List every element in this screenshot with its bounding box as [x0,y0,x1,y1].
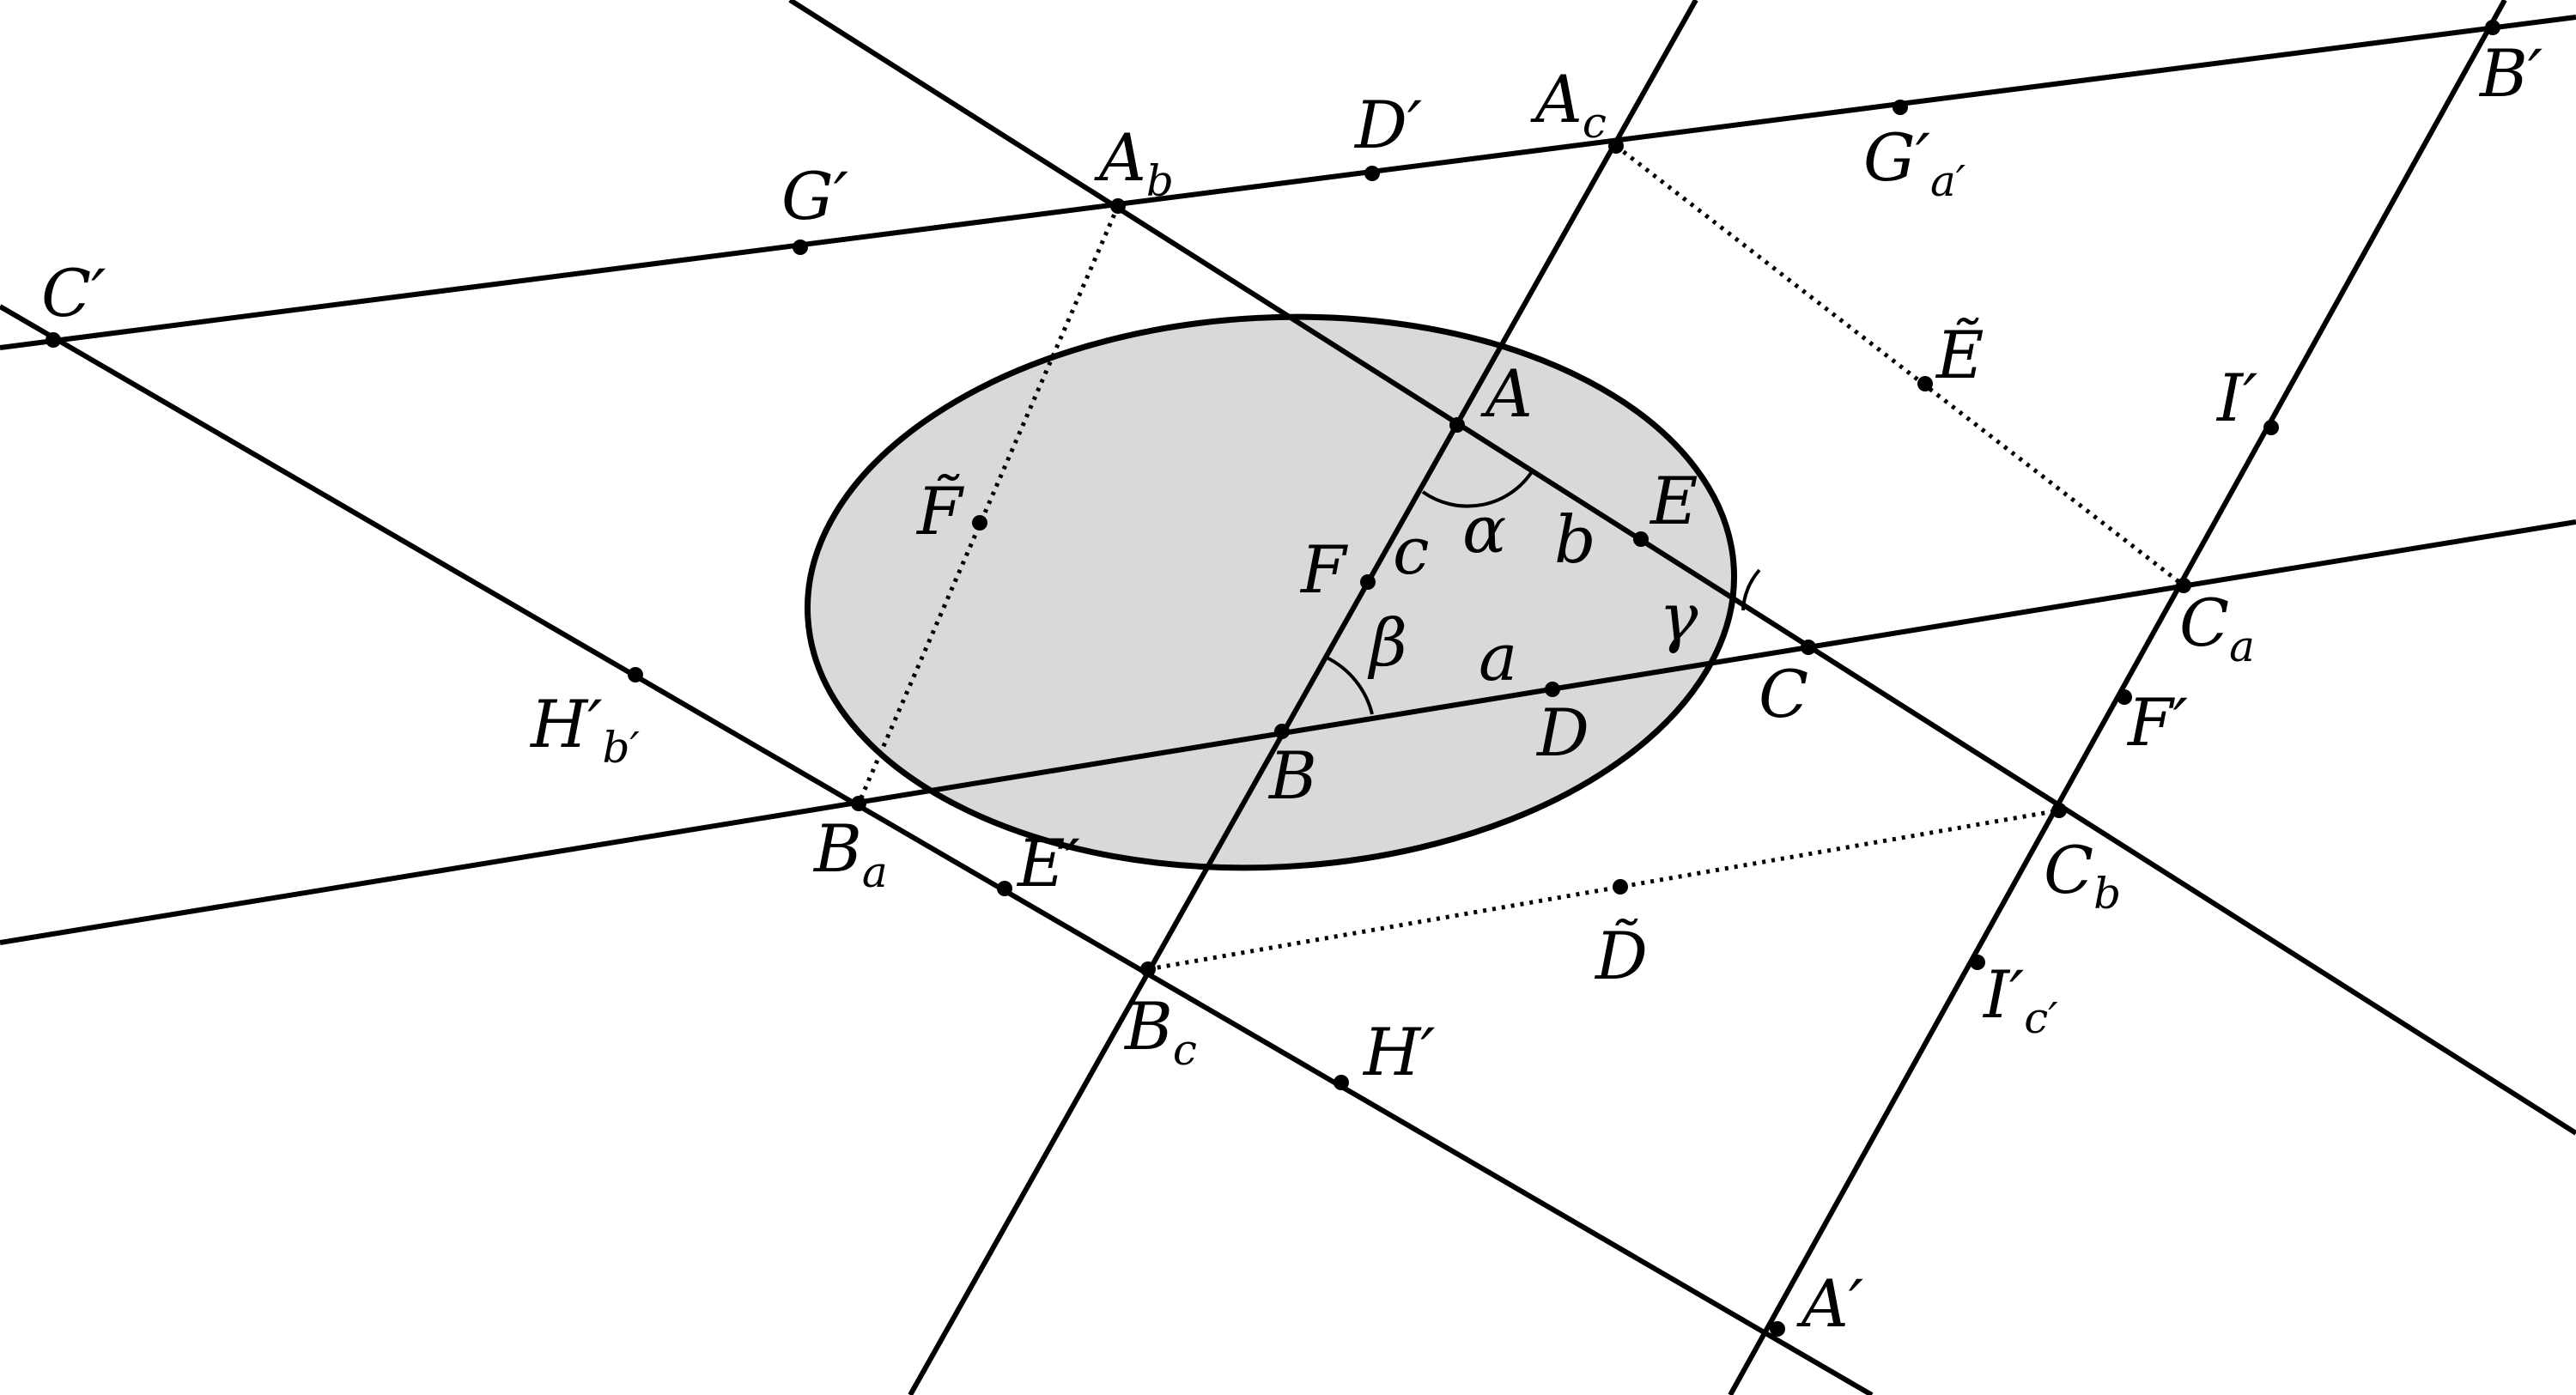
point-label-c1: C′ [41,255,106,331]
point-f1-dot [2117,689,2132,705]
point-e1-dot [997,881,1012,896]
point-ca-dot [2176,578,2191,593]
point-label-gs: G′a′ [1863,119,1966,206]
point-label-h1: H′ [1362,1014,1436,1090]
point-label-hs: H′b′ [529,686,641,773]
point-label-f: F [1299,531,1348,608]
line-ab-direction [788,0,2576,1136]
point-label-subscript: c′ [2024,993,2058,1043]
point-label-ca: Ca [2179,585,2255,671]
point-b-dot [1274,724,1290,739]
side-label-c: c [1393,513,1430,589]
side-label-a: a [1479,619,1517,695]
point-cb-dot [2051,803,2067,818]
angle-arc-beta [1326,656,1374,715]
point-label-dt: D̃ [1594,917,1648,994]
point-label-ft: F̃ [915,472,964,549]
point-a1-dot [1770,1321,1785,1337]
point-f-dot [1360,574,1376,590]
point-is-dot [1970,955,1985,970]
point-label-d1: D′ [1353,87,1422,163]
point-label-subscript: a [862,847,888,897]
point-label-subscript: b′ [603,723,641,773]
line-left-parallel [0,304,1874,1395]
point-label-g1: G′ [781,158,848,234]
point-label-e: E [1649,463,1698,539]
point-dt-dot [1613,879,1628,895]
point-label-subscript: b [2093,869,2121,919]
point-label-subscript: a′ [1930,156,1966,206]
point-label-a1: A′ [1796,1265,1863,1342]
point-a-dot [1449,417,1465,433]
point-et-dot [1917,376,1933,391]
point-label-cb: Cb [2044,832,2121,919]
point-label-et: Ẽ [1935,317,1984,393]
point-label-ab: Ab [1094,119,1174,206]
point-ft-dot [972,515,987,531]
point-label-c: C [1759,656,1808,732]
point-label-subscript: c [1173,1025,1197,1075]
point-label-is: I′c′ [1982,956,2058,1043]
point-label-subscript: b [1146,156,1174,206]
point-label-subscript: c [1583,98,1607,148]
point-ac-dot [1608,138,1624,154]
point-label-d: D [1535,694,1589,771]
angle-label-gamma: γ [1659,579,1698,655]
angle-arc-alpha [1421,469,1534,508]
point-g1-dot [793,240,808,255]
point-d1-dot [1364,166,1380,181]
point-h1-dot [1334,1075,1349,1090]
point-label-subscript: a [2229,622,2255,671]
point-c-dot [1801,640,1816,655]
point-bc-dot [1140,961,1156,977]
point-label-b1: B′ [2478,35,2543,112]
dotted-segment-bc-cb [1147,808,2060,972]
point-i1-dot [2263,420,2279,435]
angle-label-beta: β [1367,604,1407,681]
angle-arc-gamma [1741,568,1761,611]
point-label-f1: F′ [2126,684,2188,761]
point-label-bc: Bc [1123,988,1197,1075]
angle-label-alpha: α [1462,491,1506,567]
point-d-dot [1545,682,1560,697]
point-ab-dot [1110,198,1126,214]
point-b1-dot [2485,20,2500,35]
point-label-b: B [1267,737,1317,814]
side-label-b: b [1554,501,1596,578]
point-hs-dot [628,667,643,682]
point-label-e1: E′ [1016,825,1080,901]
point-label-a: A [1480,355,1533,432]
dotted-segment-ac-ca [1614,144,2185,587]
point-label-ba: Ba [812,810,888,897]
line-ca-direction [908,0,1698,1395]
point-gs-dot [1893,100,1908,115]
point-label-i1: I′ [2215,360,2257,436]
point-label-ac: Ac [1530,61,1607,148]
point-e-dot [1633,531,1649,547]
line-top-parallel [0,15,2576,350]
point-ba-dot [851,796,866,811]
point-c1-dot [46,332,61,348]
